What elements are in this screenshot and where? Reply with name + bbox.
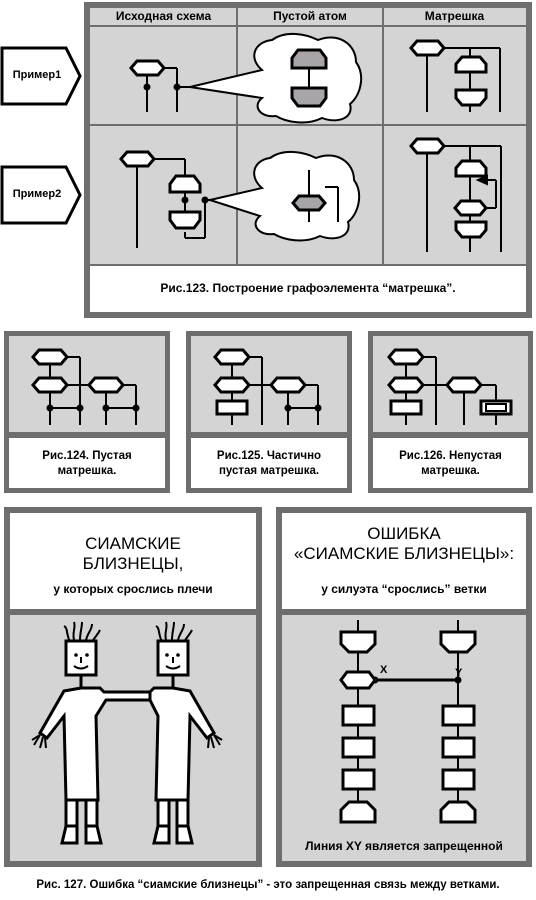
twins-title-line1: СИАМСКИЕ — [85, 534, 181, 553]
ex1-matryoshka — [409, 39, 501, 112]
error-note: Линия XY является запрещенной — [305, 839, 503, 853]
fig125-caption: Рис.125. Частично пустая матрешка. — [191, 449, 347, 479]
error-panel — [276, 507, 532, 867]
fig124-caption-line1: Рис.124. Пустая — [42, 450, 132, 462]
fig125-caption-line2: пустая матрешка. — [218, 465, 320, 477]
error-diagram — [339, 620, 477, 824]
fig125-panel — [186, 331, 352, 493]
ex2-original-scheme — [119, 150, 210, 248]
example1-label-arrow — [0, 46, 82, 106]
error-label-y: Y — [455, 667, 463, 679]
fig126-diagram — [387, 348, 513, 425]
error-title-line2: «СИАМСКИЕ БЛИЗНЕЦЫ»: — [293, 544, 515, 563]
ex1-original-scheme — [129, 59, 190, 112]
fig126-caption: Рис.126. Непустая матрешка. — [373, 449, 528, 479]
fig126-caption-line1: Рис.126. Непустая — [399, 450, 502, 462]
ex1-empty-atom-cloud — [189, 33, 363, 124]
twins-title: СИАМСКИЕ БЛИЗНЕЦЫ, — [10, 534, 256, 574]
twin-right-figure — [148, 621, 223, 845]
error-subtitle: у силуэта “срослись” ветки — [321, 582, 487, 596]
fig125-caption-line1: Рис.125. Частично — [216, 450, 322, 462]
error-label-x: X — [380, 664, 388, 676]
error-title-line1: ОШИБКА — [367, 524, 441, 543]
error-title: ОШИБКА «СИАМСКИЕ БЛИЗНЕЦЫ»: — [282, 524, 526, 564]
ex2-empty-atom-cloud — [206, 151, 361, 242]
twin-left-figure — [31, 621, 152, 845]
fig123-header-matryoshka: Матрешка — [424, 9, 485, 23]
ex2-matryoshka — [409, 137, 502, 252]
fig125-diagram — [213, 348, 322, 425]
fig124-diagram — [31, 348, 140, 425]
fig123-caption: Рис.123. Построение графоэлемента “матре… — [160, 281, 456, 295]
row-label-example1: Пример1 — [12, 69, 62, 81]
fig127-caption: Рис. 127. Ошибка “сиамские близнецы” - э… — [36, 879, 500, 891]
twins-subtitle: у которых срослись плечи — [53, 582, 213, 596]
row-label-example2: Пример2 — [12, 188, 62, 200]
fig124-caption: Рис.124. Пустая матрешка. — [9, 449, 165, 479]
fig123-header-empty-atom: Пустой атом — [273, 9, 347, 23]
fig126-caption-line2: матрешка. — [421, 465, 480, 477]
example2-label-arrow — [0, 165, 82, 225]
fig124-caption-line2: матрешка. — [57, 465, 117, 477]
fig123-header-original: Исходная схема — [115, 9, 212, 23]
twins-title-line2: БЛИЗНЕЦЫ, — [82, 554, 184, 573]
